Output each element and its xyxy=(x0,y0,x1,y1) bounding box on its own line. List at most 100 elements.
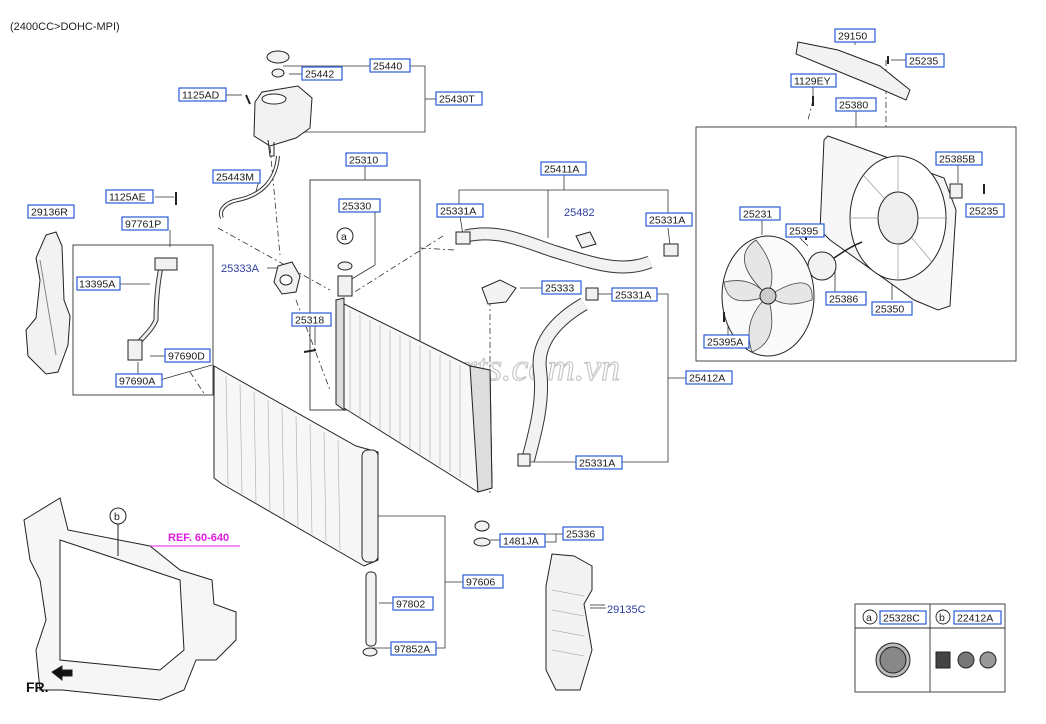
part-25318[interactable]: 25318 xyxy=(291,312,332,327)
svg-text:97852A: 97852A xyxy=(394,644,430,656)
svg-text:25440: 25440 xyxy=(373,61,402,73)
reservoir-cap xyxy=(266,50,290,64)
svg-text:1129EY: 1129EY xyxy=(794,76,831,88)
part-29136R[interactable]: 29136R xyxy=(27,204,75,219)
part-25231[interactable]: 25231 xyxy=(739,206,781,221)
svg-text:25310: 25310 xyxy=(349,155,378,167)
part-25440[interactable]: 25440 xyxy=(369,58,411,73)
part-25333A[interactable]: 25333A xyxy=(221,263,260,275)
svg-text:25331A: 25331A xyxy=(649,215,685,227)
hose-clamp-lower-2 xyxy=(517,453,531,467)
hose-group-frame xyxy=(72,244,214,396)
part-1481JA[interactable]: 1481JA xyxy=(499,533,546,548)
part-25386[interactable]: 25386 xyxy=(825,291,867,306)
svg-text:25442: 25442 xyxy=(305,69,334,81)
components xyxy=(23,41,997,701)
leader-lines xyxy=(120,35,984,649)
svg-text:29150: 29150 xyxy=(838,31,867,43)
svg-text:25331A: 25331A xyxy=(579,458,615,470)
svg-text:25443M: 25443M xyxy=(216,172,254,184)
svg-text:25412A: 25412A xyxy=(689,373,725,385)
svg-text:25231: 25231 xyxy=(743,209,772,221)
part-25442[interactable]: 25442 xyxy=(301,66,343,81)
part-25310[interactable]: 25310 xyxy=(345,152,388,167)
svg-text:25336: 25336 xyxy=(566,529,595,541)
part-25430T[interactable]: 25430T xyxy=(435,91,483,106)
svg-text:25430T: 25430T xyxy=(439,94,475,106)
legend-a-letter: a xyxy=(866,612,872,624)
part-1125AE[interactable]: 1125AE xyxy=(105,189,154,204)
part-25350[interactable]: 25350 xyxy=(871,301,913,316)
resistor-25385B xyxy=(949,183,963,199)
part-25331A-upper-left[interactable]: 25331A xyxy=(436,203,484,218)
front-label: FR. xyxy=(26,679,49,695)
svg-text:25235: 25235 xyxy=(909,56,938,68)
part-97802[interactable]: 97802 xyxy=(392,596,434,611)
svg-text:25385B: 25385B xyxy=(939,154,975,166)
legend-part-25328C[interactable]: 25328C xyxy=(879,610,927,625)
part-25331A-lower-bottom[interactable]: 25331A xyxy=(575,455,623,470)
desiccant-cartridge xyxy=(365,571,377,647)
part-25336[interactable]: 25336 xyxy=(562,526,604,541)
part-25395[interactable]: 25395 xyxy=(785,223,825,238)
svg-text:13395A: 13395A xyxy=(79,279,115,291)
part-25395A[interactable]: 25395A xyxy=(703,334,750,349)
svg-text:25395A: 25395A xyxy=(707,337,743,349)
part-13395A[interactable]: 13395A xyxy=(76,276,121,291)
hose-bracket xyxy=(154,257,178,271)
legend-b-hand-icon xyxy=(957,651,975,669)
part-97690A[interactable]: 97690A xyxy=(115,373,163,388)
svg-text:1125AD: 1125AD xyxy=(182,90,220,102)
part-25380[interactable]: 25380 xyxy=(835,97,877,112)
reservoir-tank xyxy=(253,85,313,147)
part-97761P[interactable]: 97761P xyxy=(121,216,169,231)
svg-text:25331A: 25331A xyxy=(615,290,651,302)
legend-part-22412A[interactable]: 22412A xyxy=(953,610,1002,625)
part-97606[interactable]: 97606 xyxy=(462,574,504,589)
left-air-guard xyxy=(25,231,71,375)
hose-clamp xyxy=(127,339,143,361)
part-25235-right[interactable]: 25235 xyxy=(965,203,1005,218)
ref-text: REF. 60-640 xyxy=(168,532,229,544)
svg-text:25350: 25350 xyxy=(875,304,904,316)
hose-clamp-upper-1 xyxy=(455,231,471,245)
svg-text:25328C: 25328C xyxy=(883,613,920,625)
part-25482[interactable]: 25482 xyxy=(564,207,595,219)
part-25331A-lower-top[interactable]: 25331A xyxy=(611,287,658,302)
drain-plug-oring xyxy=(473,537,491,547)
svg-text:29136R: 29136R xyxy=(31,207,68,219)
receiver-drier-tank xyxy=(361,449,379,563)
part-97852A[interactable]: 97852A xyxy=(390,641,437,656)
part-97690D[interactable]: 97690D xyxy=(164,348,211,363)
svg-text:1481JA: 1481JA xyxy=(503,536,539,548)
fan-motor xyxy=(807,251,837,281)
part-25443M[interactable]: 25443M xyxy=(212,169,261,184)
part-25385B[interactable]: 25385B xyxy=(935,151,983,166)
svg-text:97802: 97802 xyxy=(396,599,425,611)
svg-text:97690A: 97690A xyxy=(119,376,155,388)
circle-marker-a-cap xyxy=(336,227,354,245)
overflow-hose xyxy=(219,155,280,219)
svg-text:25411A: 25411A xyxy=(544,164,579,176)
part-29135C[interactable]: 29135C xyxy=(607,604,646,616)
part-25333[interactable]: 25333 xyxy=(541,280,582,295)
part-25412A[interactable]: 25412A xyxy=(685,370,733,385)
svg-text:25330: 25330 xyxy=(342,201,371,213)
part-25411A[interactable]: 25411A xyxy=(540,161,587,176)
svg-text:25331A: 25331A xyxy=(440,206,476,218)
legend-b-warning-icon xyxy=(935,651,951,669)
part-29150[interactable]: 29150 xyxy=(834,28,876,43)
svg-text:25318: 25318 xyxy=(295,315,324,327)
hose-clamp-lower-1 xyxy=(585,287,599,301)
front-direction-arrow xyxy=(51,665,73,682)
part-25331A-upper-right[interactable]: 25331A xyxy=(645,212,693,227)
part-1125AD[interactable]: 1125AD xyxy=(178,87,227,102)
part-1129EY[interactable]: 1129EY xyxy=(790,73,837,88)
part-25235-top[interactable]: 25235 xyxy=(905,53,945,68)
part-25330[interactable]: 25330 xyxy=(338,198,381,213)
svg-text:22412A: 22412A xyxy=(957,613,993,625)
svg-text:25235: 25235 xyxy=(969,206,998,218)
svg-text:25395: 25395 xyxy=(789,226,818,238)
svg-text:97761P: 97761P xyxy=(125,219,161,231)
